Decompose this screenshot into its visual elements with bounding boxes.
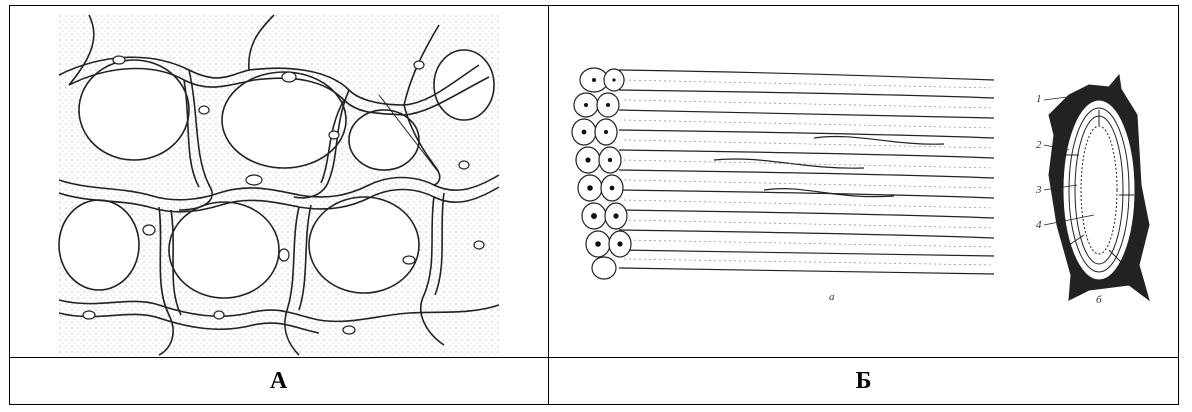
- callout-2: 2: [1036, 139, 1042, 151]
- figure-b-sublabel-b: б: [1096, 294, 1102, 306]
- callout-3: 3: [1035, 184, 1042, 196]
- table-border-top: [9, 5, 1179, 6]
- figure-b-illustration: а 1 2 3 4 б: [564, 60, 1164, 320]
- table-border-right: [1178, 5, 1179, 405]
- callout-4: 4: [1036, 219, 1042, 231]
- figure-table: а 1 2 3 4 б А Б: [9, 5, 1179, 405]
- table-border-bottom: [9, 404, 1179, 405]
- cell-label-a: А: [9, 358, 548, 404]
- figure-b-sublabel-a: а: [829, 291, 835, 303]
- cell-label-b: Б: [549, 358, 1178, 404]
- callout-1: 1: [1036, 93, 1042, 105]
- table-divider-vertical: [548, 5, 549, 405]
- figure-a-illustration: [59, 15, 499, 355]
- table-border-left: [9, 5, 10, 405]
